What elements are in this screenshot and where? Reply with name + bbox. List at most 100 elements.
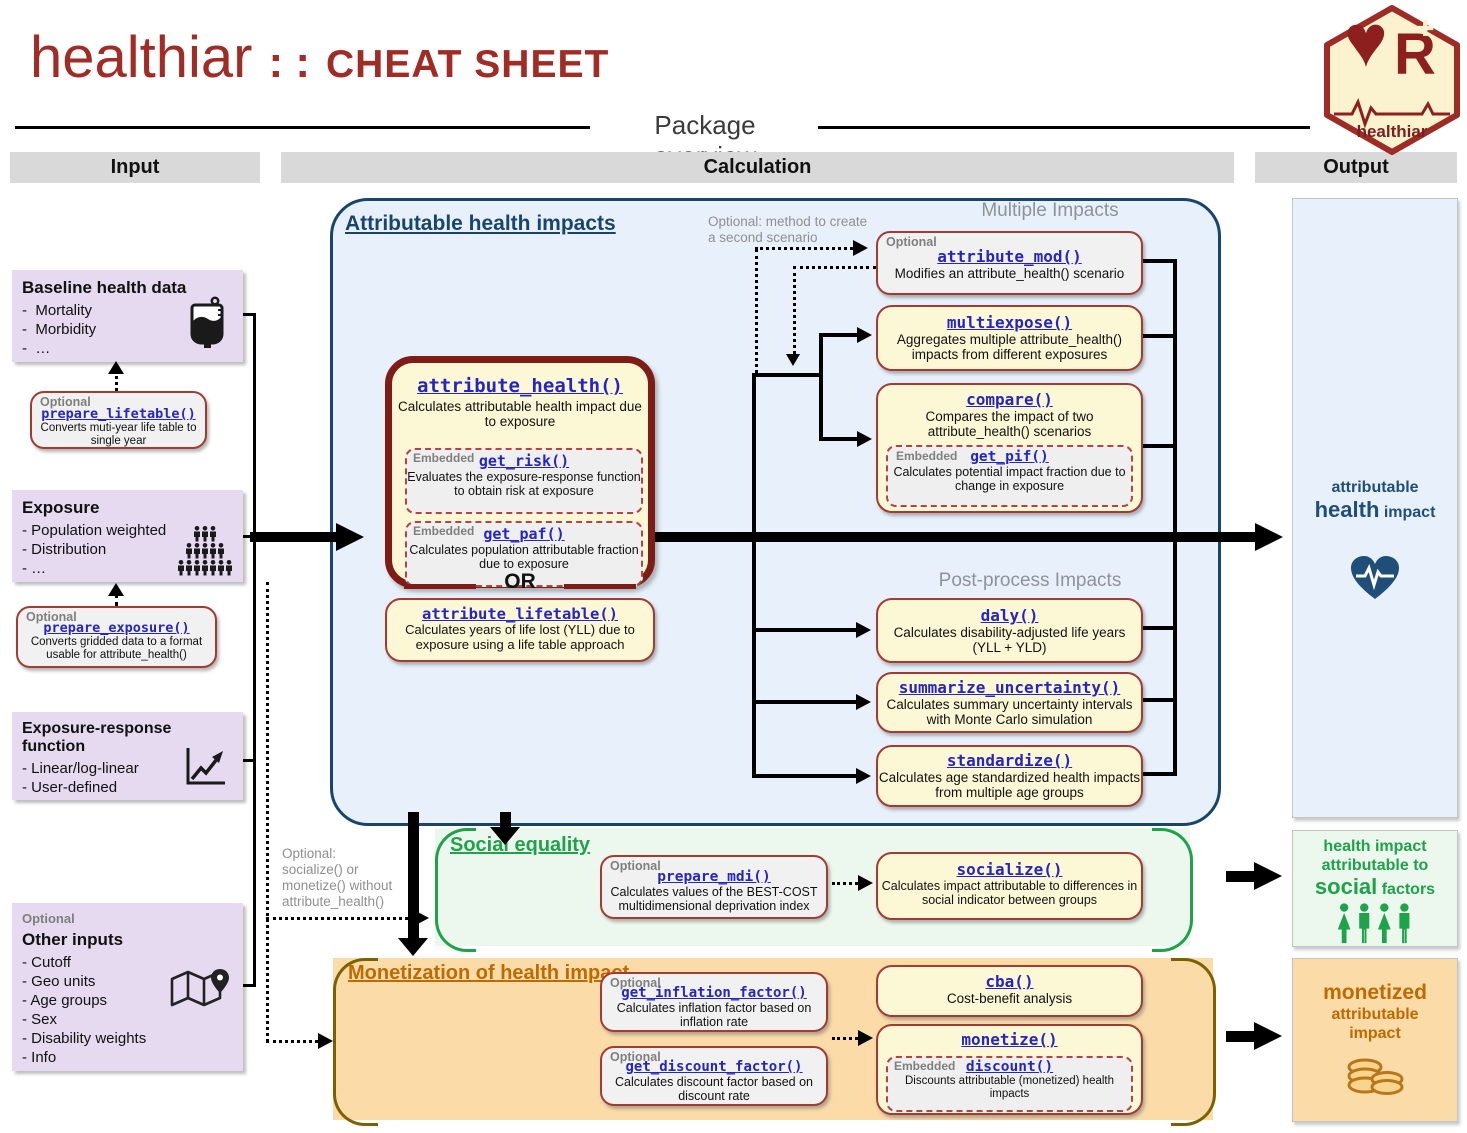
summarize-uncertainty-box: summarize_uncertainty() Calculates summa… (876, 672, 1143, 733)
embedded-label: Embedded (413, 524, 475, 538)
arrow-social-to-output-head (1254, 862, 1282, 890)
get-discount-factor-link[interactable]: get_discount_factor() (625, 1059, 803, 1075)
cba-link[interactable]: cba() (985, 972, 1034, 991)
arrowhead-right (858, 1030, 873, 1046)
or-rule-left (404, 584, 476, 589)
output-social-line3: social factors (1293, 875, 1457, 902)
column-header-output-label: Output (1323, 156, 1389, 178)
arrowhead-right (853, 240, 868, 256)
prepare-mdi-link[interactable]: prepare_mdi() (657, 869, 771, 885)
output-monetized-box: monetized attributable impact (1292, 958, 1458, 1122)
exposure-item: - Population weighted (22, 522, 167, 539)
discount-link[interactable]: discount() (965, 1059, 1054, 1075)
branch-to-compare (819, 437, 857, 441)
logo-hexagon-icon (1324, 5, 1460, 155)
exposure-response-function-box: Exposure-response function - Linear/log-… (12, 712, 243, 800)
attribute-health-link[interactable]: attribute_health() (417, 375, 623, 397)
stub-standardize (1143, 772, 1177, 776)
other-inputs-item: - Cutoff (22, 954, 71, 971)
standalone-note-line: socialize() or (282, 862, 359, 877)
social-equality-title: Social equality (450, 834, 591, 856)
baseline-item: - … (22, 340, 51, 357)
blood-bag-icon (190, 296, 224, 348)
arrowhead-up (108, 583, 124, 596)
output-health-line1: attributable (1331, 479, 1419, 496)
logo-label: healthiar (1356, 122, 1428, 141)
attribute-lifetable-link[interactable]: attribute_lifetable() (422, 605, 618, 623)
output-health-word-big: health (1314, 497, 1380, 522)
output-social-line2: attributable to (1321, 857, 1429, 874)
arrowhead-right (858, 875, 873, 891)
attribute-mod-box: Optional attribute_mod() Modifies an att… (876, 231, 1143, 295)
compare-box: compare() Compares the impact of two att… (876, 383, 1143, 513)
branch-to-standardize (752, 774, 856, 778)
title-brand: healthiar (30, 25, 253, 90)
other-inputs-title: Other inputs (22, 930, 124, 949)
multiexpose-link[interactable]: multiexpose() (946, 313, 1073, 332)
standardize-box: standardize() Calculates age standardize… (876, 745, 1143, 807)
monetization-title: Monetization of health impact (348, 962, 630, 984)
population-crowd-icon (178, 526, 232, 576)
daly-desc: Calculates disability-adjusted life year… (893, 625, 1126, 656)
compare-link[interactable]: compare() (966, 390, 1053, 409)
title-sheet: CHEAT SHEET (326, 43, 610, 86)
output-social-line1: health impact (1323, 838, 1427, 855)
main-arrow-in (250, 532, 336, 542)
exposure-item: - … (22, 560, 47, 577)
socialize-desc: Calculates impact attributable to differ… (881, 879, 1138, 908)
collector-vertical (1173, 259, 1177, 776)
or-label: OR (504, 570, 536, 593)
discount-desc: Discounts attributable (monetized) healt… (904, 1075, 1115, 1101)
exposure-title: Exposure (22, 498, 100, 517)
get-risk-link[interactable]: get_risk() (478, 452, 570, 470)
other-inputs-item: - Geo units (22, 973, 96, 990)
column-header-calculation: Calculation (281, 152, 1234, 183)
dotted-scenario-return (793, 266, 876, 269)
column-header-input-label: Input (110, 156, 160, 178)
arrowhead-right (856, 622, 871, 638)
attribute-lifetable-box: attribute_lifetable() Calculates years o… (385, 598, 655, 662)
dotted-mdi-to-socialize (832, 882, 858, 885)
monetization-paren-right (1171, 958, 1216, 1126)
main-arrow-out-head (1255, 523, 1283, 551)
get-pif-link[interactable]: get_pif() (970, 449, 1049, 465)
main-arrow-in-head (336, 523, 364, 551)
exposure-item: - Distribution (22, 541, 107, 558)
output-monetized-line3: impact (1349, 1025, 1401, 1042)
get-inflation-factor-desc: Calculates inflation factor based on inf… (616, 1001, 812, 1030)
other-inputs-box: Optional Other inputs - Cutoff - Geo uni… (12, 903, 243, 1071)
standalone-note-line: attribute_health() (282, 894, 385, 909)
dotted-arrow-exposure-up (115, 594, 118, 606)
arrow-to-social-shaft (500, 812, 511, 828)
attribute-mod-link[interactable]: attribute_mod() (937, 247, 1082, 266)
get-inflation-factor-link[interactable]: get_inflation_factor() (621, 985, 807, 1001)
daly-link[interactable]: daly() (980, 606, 1039, 625)
optional-label: Optional (610, 859, 661, 873)
erf-title: Exposure-response function (22, 720, 172, 755)
socialize-link[interactable]: socialize() (956, 860, 1063, 879)
arrow-social-to-output (1226, 871, 1254, 882)
monetize-box: monetize() Embedded discount() Discounts… (876, 1024, 1143, 1115)
column-header-calculation-label: Calculation (703, 156, 812, 178)
attributable-health-impacts-title: Attributable health impacts (345, 212, 616, 235)
summarize-uncertainty-link[interactable]: summarize_uncertainty() (898, 678, 1121, 697)
prepare-exposure-link[interactable]: prepare_exposure() (43, 620, 190, 636)
arrowhead-right (856, 768, 871, 784)
get-inflation-factor-box: Optional get_inflation_factor() Calculat… (600, 972, 828, 1032)
arrowhead-down (786, 354, 800, 366)
output-social-box: health impact attributable to social fac… (1292, 830, 1458, 947)
monetize-link[interactable]: monetize() (961, 1030, 1058, 1049)
arrowhead-up (108, 361, 124, 374)
stub-attribute-mod (1143, 259, 1177, 263)
exposure-box: Exposure - Population weighted - Distrib… (12, 490, 243, 582)
attribute-lifetable-desc: Calculates years of life lost (YLL) due … (405, 622, 635, 652)
socialize-box: socialize() Calculates impact attributab… (876, 852, 1143, 920)
connector-baseline (243, 313, 256, 316)
optional-label: Optional (40, 395, 91, 409)
get-risk-desc: Evaluates the exposure-response function… (407, 470, 641, 499)
standardize-link[interactable]: standardize() (946, 751, 1073, 770)
other-inputs-item: - Info (22, 1049, 57, 1066)
prepare-lifetable-link[interactable]: prepare_lifetable() (41, 406, 196, 422)
baseline-health-data-box: Baseline health data - Mortality - Morbi… (12, 270, 243, 362)
get-paf-link[interactable]: get_paf() (483, 525, 565, 543)
